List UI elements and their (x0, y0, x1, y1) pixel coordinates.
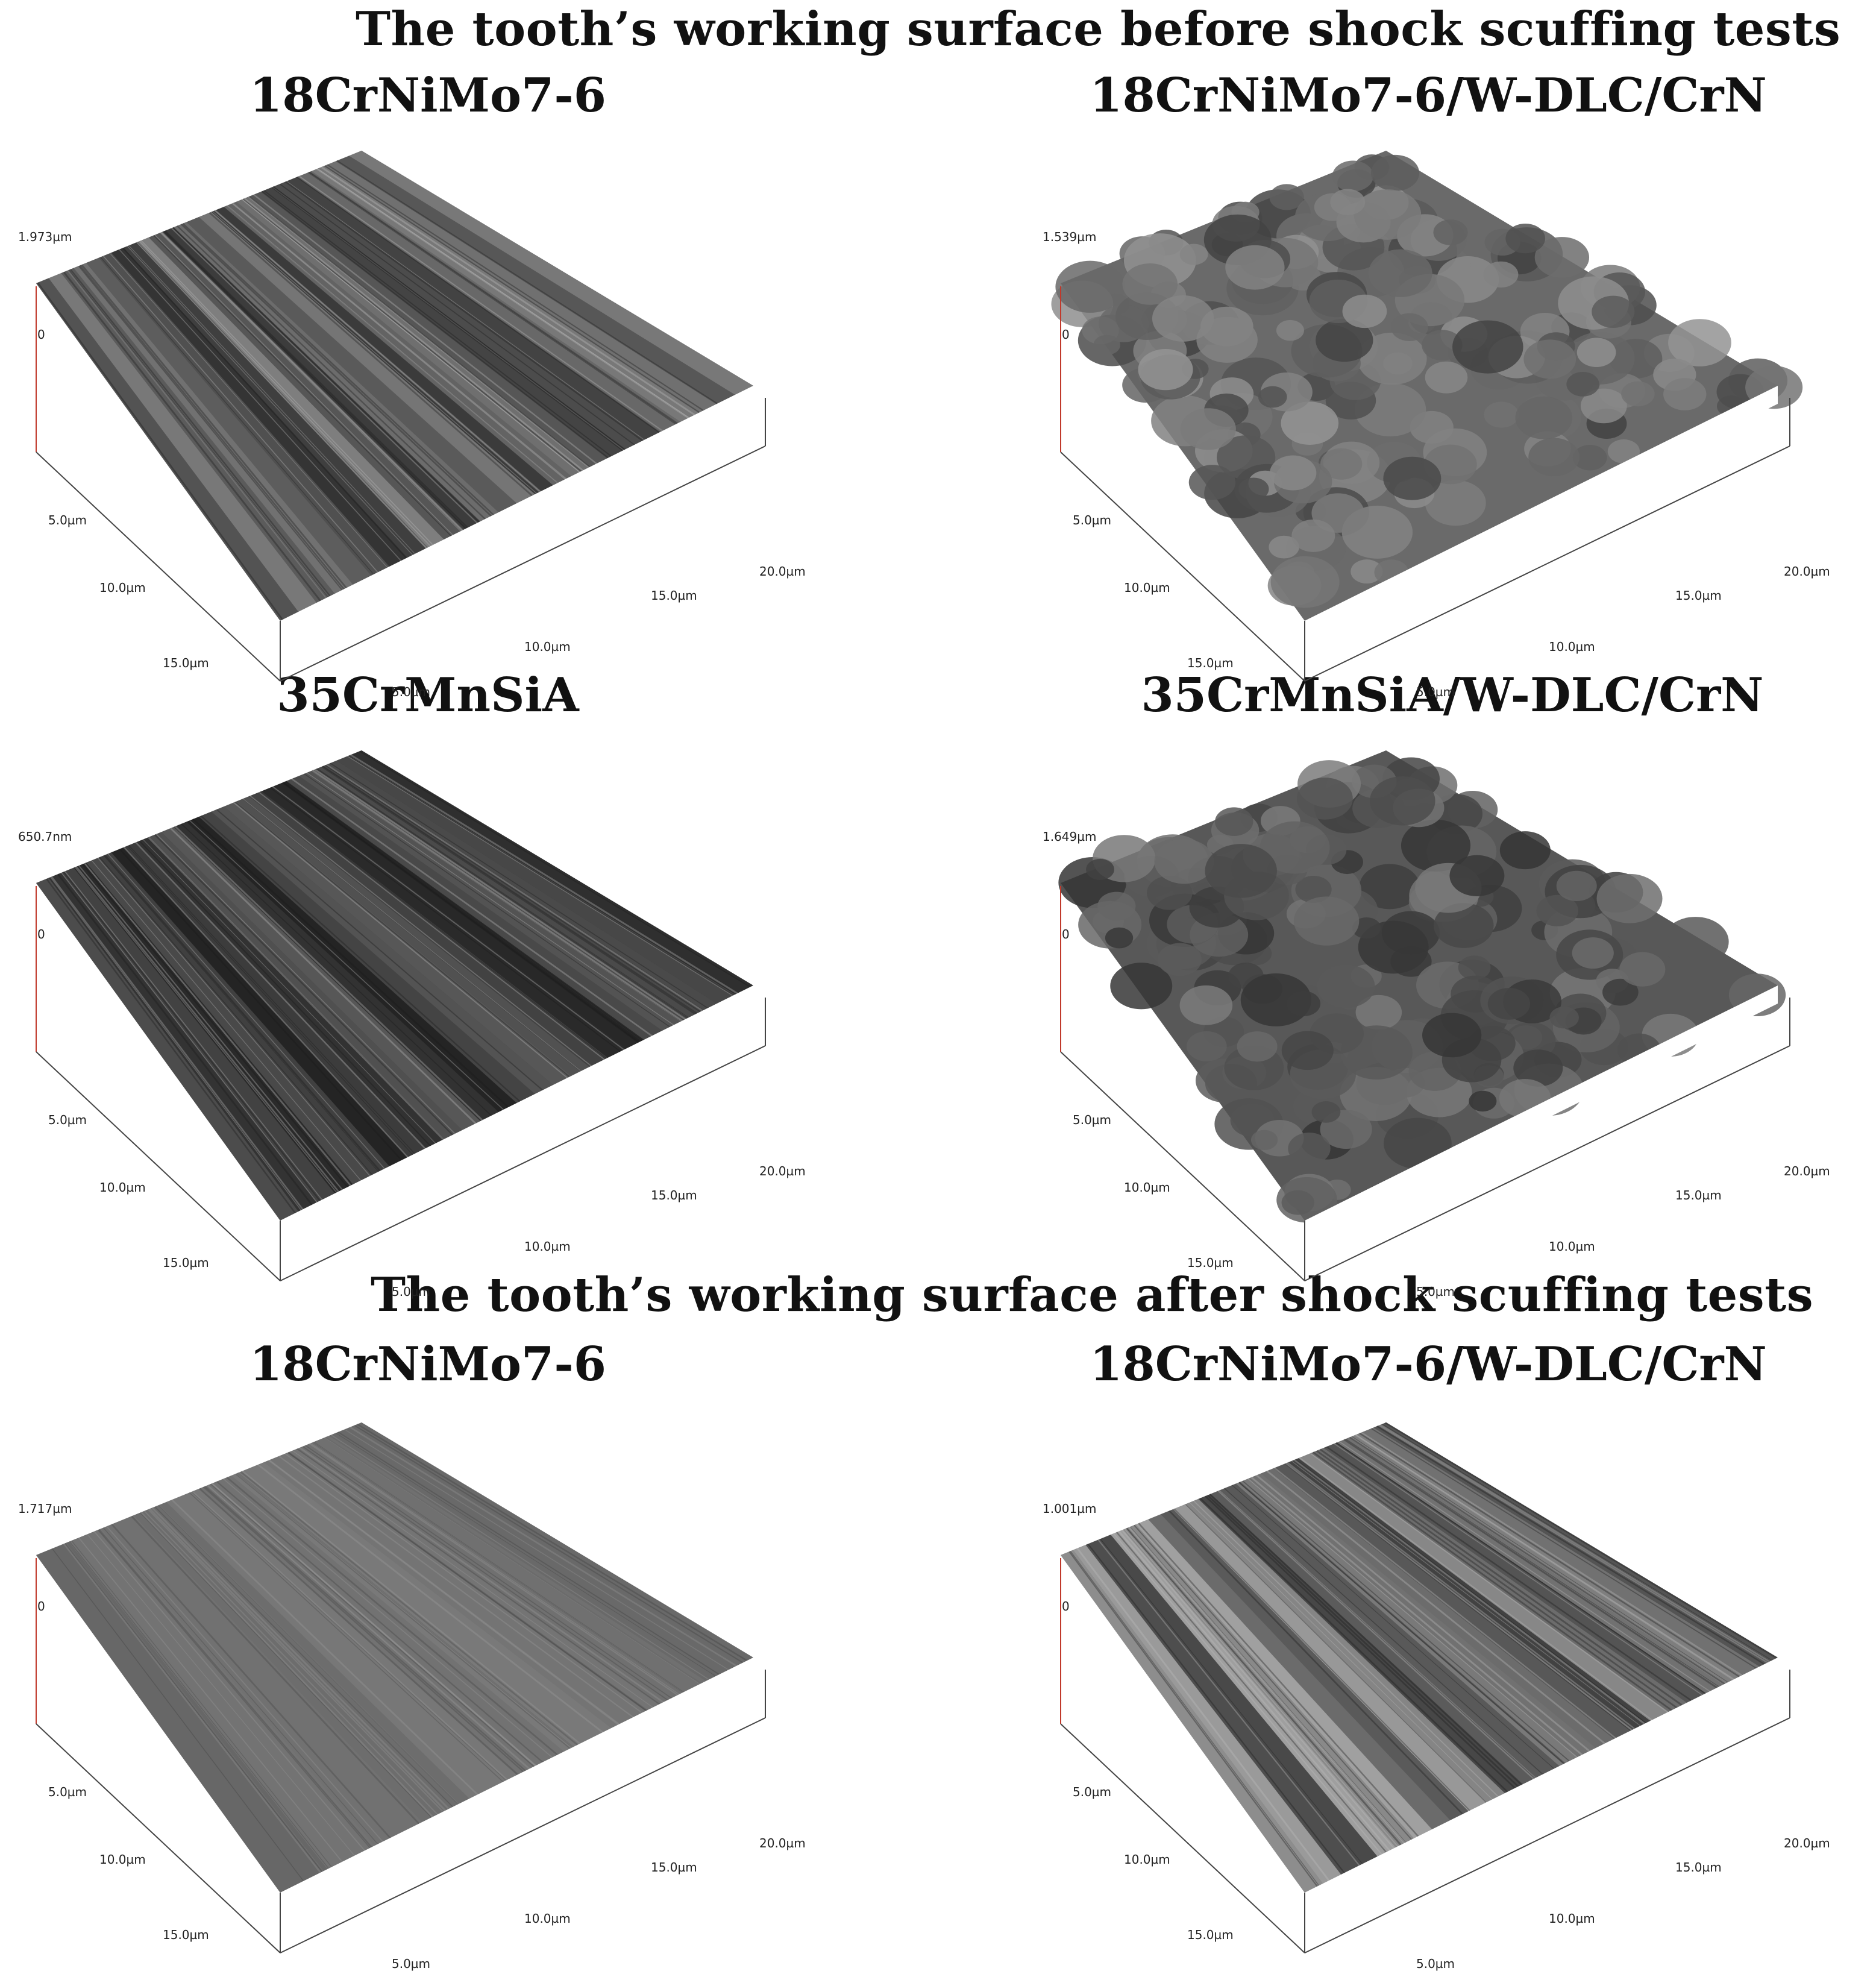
panel-title-after-18crnimo: 18CrNiMo7-6 (249, 1337, 606, 1392)
z-max-label: 1.649µm (1043, 829, 1096, 844)
afm-surface-svg: 650.7nm05.0µm10.0µm15.0µm20.0µm05.0µm10.… (18, 750, 806, 1299)
z-max-label: 1.717µm (18, 1501, 72, 1516)
x-axis-line (1304, 1717, 1790, 1953)
y-tick-label: 15.0µm (1187, 1928, 1234, 1942)
y-tick-label: 15.0µm (163, 656, 209, 670)
panel-title-after-18crnimo-coated: 18CrNiMo7-6/W-DLC/CrN (1090, 1337, 1767, 1392)
afm-panel-before-35crmnsia: 650.7nm05.0µm10.0µm15.0µm20.0µm05.0µm10.… (0, 732, 868, 1305)
x-tick-label: 15.0µm (1675, 588, 1722, 603)
y-tick-label: 5.0µm (48, 1785, 87, 1799)
surface-image (36, 151, 753, 639)
x-tick-label: 10.0µm (1549, 640, 1595, 654)
y-tick-label: 5.0µm (48, 1113, 87, 1127)
afm-panel-after-18crnimo: 1.717µm05.0µm10.0µm15.0µm20.0µm05.0µm10.… (0, 1404, 868, 1977)
y-tick-label: 10.0µm (99, 1852, 146, 1867)
x-tick-label: 10.0µm (524, 640, 571, 654)
x-tick-label: 10.0µm (1549, 1911, 1595, 1926)
y-tick-label: 5.0µm (1073, 513, 1111, 527)
x-tick-label: 5.0µm (392, 1284, 430, 1299)
y-tick-label: 15.0µm (163, 1256, 209, 1270)
y-tick-label: 10.0µm (1124, 1180, 1170, 1195)
x-tick-label: 10.0µm (524, 1239, 571, 1254)
x-tick-label: 5.0µm (1416, 685, 1455, 699)
x-axis-line (1304, 445, 1790, 682)
panel-title-before-35crmnsia: 35CrMnSiA (277, 668, 579, 723)
panel-title-before-35crmnsia-coated: 35CrMnSiA/W-DLC/CrN (1141, 668, 1764, 723)
y-tick-label: 15.0µm (1187, 656, 1234, 670)
x-tick-label: 5.0µm (392, 1957, 430, 1971)
y-axis-line (1060, 1723, 1305, 1953)
afm-panel-after-18crnimo-coated: 1.001µm05.0µm10.0µm15.0µm20.0µm05.0µm10.… (1024, 1404, 1876, 1977)
afm-surface-svg: 1.001µm05.0µm10.0µm15.0µm20.0µm05.0µm10.… (1043, 1422, 1830, 1971)
y-axis-line (1060, 451, 1305, 682)
x-tick-label: 15.0µm (651, 588, 697, 603)
x-tick-label: 5.0µm (392, 685, 430, 699)
axes: 1.649µm05.0µm10.0µm15.0µm20.0µm05.0µm10.… (1043, 829, 1830, 1299)
y-tick-label: 15.0µm (163, 1928, 209, 1942)
surface-image (1051, 151, 1803, 639)
x-tick-label: 5.0µm (1416, 1284, 1455, 1299)
x-tick-label: 15.0µm (651, 1860, 697, 1875)
y-tick-label: 15.0µm (1187, 1256, 1234, 1270)
axes: 650.7nm05.0µm10.0µm15.0µm20.0µm05.0µm10.… (18, 829, 806, 1299)
y-tick-label: 10.0µm (99, 1180, 146, 1195)
afm-surface-svg: 1.539µm05.0µm10.0µm15.0µm20.0µm05.0µm10.… (1043, 151, 1830, 699)
surface-image (36, 1422, 753, 1911)
z-max-label: 1.539µm (1043, 230, 1096, 244)
surface-image (36, 750, 753, 1239)
x-axis-line (280, 1045, 766, 1281)
z-zero-label: 0 (37, 1599, 45, 1614)
y-axis-line (36, 451, 281, 682)
x-end-label: 20.0µm (759, 1164, 806, 1178)
z-max-label: 1.973µm (18, 230, 72, 244)
z-zero-label: 0 (1062, 1599, 1070, 1614)
x-tick-label: 5.0µm (1416, 1957, 1455, 1971)
x-end-label: 20.0µm (1784, 1836, 1830, 1850)
afm-surface-svg: 1.973µm05.0µm10.0µm15.0µm20.0µm05.0µm10.… (18, 151, 806, 699)
x-tick-label: 15.0µm (651, 1188, 697, 1202)
section-title-after: The tooth’s working surface after shock … (371, 1268, 1814, 1322)
x-tick-label: 15.0µm (1675, 1188, 1722, 1202)
x-axis-line (280, 445, 766, 682)
z-zero-label: 0 (1062, 327, 1070, 342)
z-max-label: 650.7nm (18, 829, 72, 844)
z-zero-label: 0 (37, 327, 45, 342)
z-zero-label: 0 (37, 927, 45, 941)
y-axis-line (36, 1723, 281, 1953)
y-axis-line (1060, 1051, 1305, 1281)
afm-panel-before-18crnimo: 1.973µm05.0µm10.0µm15.0µm20.0µm05.0µm10.… (0, 133, 868, 705)
surface-image (1061, 1422, 1778, 1911)
x-tick-label: 10.0µm (524, 1911, 571, 1926)
y-tick-label: 10.0µm (1124, 1852, 1170, 1867)
y-tick-label: 10.0µm (1124, 580, 1170, 595)
x-end-label: 20.0µm (1784, 564, 1830, 579)
section-title-before: The tooth’s working surface before shock… (356, 2, 1841, 57)
y-tick-label: 5.0µm (48, 513, 87, 527)
x-axis-line (1304, 1045, 1790, 1281)
y-axis-line (36, 1051, 281, 1281)
x-end-label: 20.0µm (759, 1836, 806, 1850)
x-axis-line (280, 1717, 766, 1953)
y-tick-label: 5.0µm (1073, 1785, 1111, 1799)
surface-image (1058, 750, 1786, 1239)
x-tick-label: 15.0µm (1675, 1860, 1722, 1875)
afm-surface-svg: 1.717µm05.0µm10.0µm15.0µm20.0µm05.0µm10.… (18, 1422, 806, 1971)
y-tick-label: 5.0µm (1073, 1113, 1111, 1127)
panel-title-before-18crnimo-coated: 18CrNiMo7-6/W-DLC/CrN (1090, 68, 1767, 123)
y-tick-label: 10.0µm (99, 580, 146, 595)
x-end-label: 20.0µm (1784, 1164, 1830, 1178)
x-tick-label: 10.0µm (1549, 1239, 1595, 1254)
afm-surface-svg: 1.649µm05.0µm10.0µm15.0µm20.0µm05.0µm10.… (1043, 750, 1830, 1299)
x-end-label: 20.0µm (759, 564, 806, 579)
afm-panel-before-35crmnsia-coated: 1.649µm05.0µm10.0µm15.0µm20.0µm05.0µm10.… (1024, 732, 1876, 1305)
axes: 1.539µm05.0µm10.0µm15.0µm20.0µm05.0µm10.… (1043, 230, 1830, 699)
z-max-label: 1.001µm (1043, 1501, 1096, 1516)
afm-panel-before-18crnimo-coated: 1.539µm05.0µm10.0µm15.0µm20.0µm05.0µm10.… (1024, 133, 1876, 705)
z-zero-label: 0 (1062, 927, 1070, 941)
axes: 1.973µm05.0µm10.0µm15.0µm20.0µm05.0µm10.… (18, 230, 806, 699)
panel-title-before-18crnimo: 18CrNiMo7-6 (249, 68, 606, 123)
